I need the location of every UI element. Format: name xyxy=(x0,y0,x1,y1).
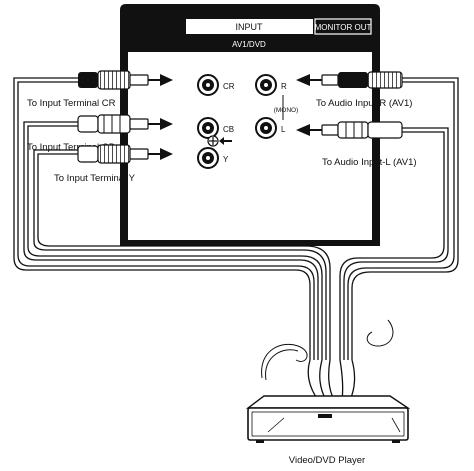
ground-symbol-icon xyxy=(207,135,219,147)
label-input-y: To Input Terminal Y xyxy=(54,173,136,184)
video-dvd-player xyxy=(245,395,411,443)
jack-audio-r[interactable] xyxy=(255,74,277,96)
jack-l-label: L xyxy=(281,125,286,134)
jack-cr-label: CR xyxy=(223,82,235,91)
plug-y xyxy=(77,144,173,164)
label-audio-l: To Audio Input-L (AV1) xyxy=(322,157,417,168)
plug-audio-l xyxy=(296,121,403,139)
tv-back-panel: INPUT MONITOR OUT AV1/DVD xyxy=(120,4,380,246)
input-header-box xyxy=(186,19,313,34)
label-input-cr: To Input Terminal CR xyxy=(27,98,116,109)
input-header-label: INPUT xyxy=(236,22,264,32)
mono-label: (MONO) xyxy=(274,107,299,114)
jack-cb[interactable] xyxy=(197,117,219,139)
jack-y-label: Y xyxy=(223,155,229,164)
label-input-cb: To Input Terminal CB xyxy=(27,142,115,153)
jack-cb-label: CB xyxy=(223,125,234,134)
av1-dvd-label: AV1/DVD xyxy=(232,40,266,49)
monitor-out-label: MONITOR OUT xyxy=(315,23,372,32)
ground-arrow-icon xyxy=(219,137,232,145)
label-audio-r: To Audio Input-R (AV1) xyxy=(316,98,412,109)
cable-swirl xyxy=(261,319,394,381)
label-video-dvd-player: Video/DVD Player xyxy=(289,455,365,466)
jack-audio-l[interactable] xyxy=(255,117,277,139)
cables xyxy=(13,77,459,401)
plug-cb xyxy=(77,114,173,134)
plug-audio-r xyxy=(296,71,403,89)
jack-r-label: R xyxy=(281,82,287,91)
jack-y[interactable] xyxy=(197,147,219,169)
plug-cr xyxy=(78,70,173,90)
jack-cr[interactable] xyxy=(197,74,219,96)
